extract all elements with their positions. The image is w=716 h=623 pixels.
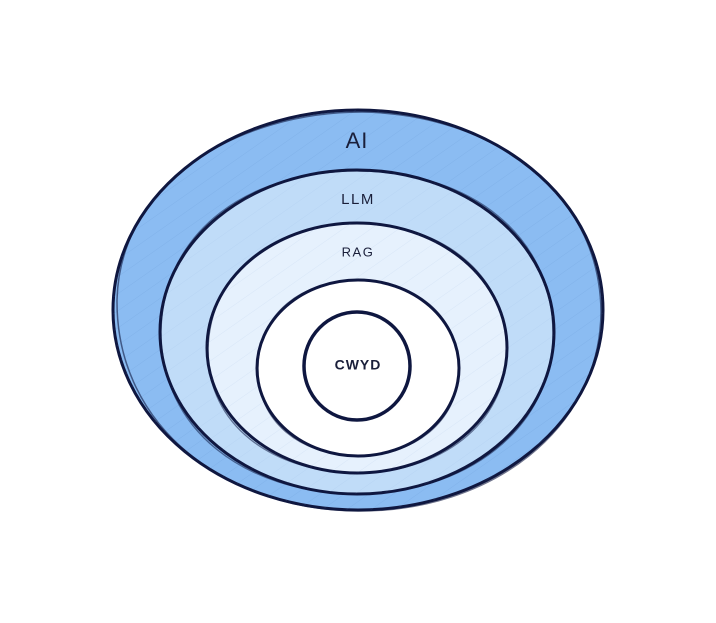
cwyd-sketch-stroke [303,311,411,421]
label-cwyd: CWYD [335,357,382,373]
ai-sketch-stroke [116,111,602,512]
rag-sketch-stroke [207,222,508,474]
inner-ring-sketch-stroke [257,279,460,457]
label-rag: RAG [342,244,375,259]
layer-cwyd [302,310,412,422]
llm-sketch-stroke [160,170,554,495]
label-llm: LLM [341,191,375,208]
label-ai: AI [346,128,369,153]
